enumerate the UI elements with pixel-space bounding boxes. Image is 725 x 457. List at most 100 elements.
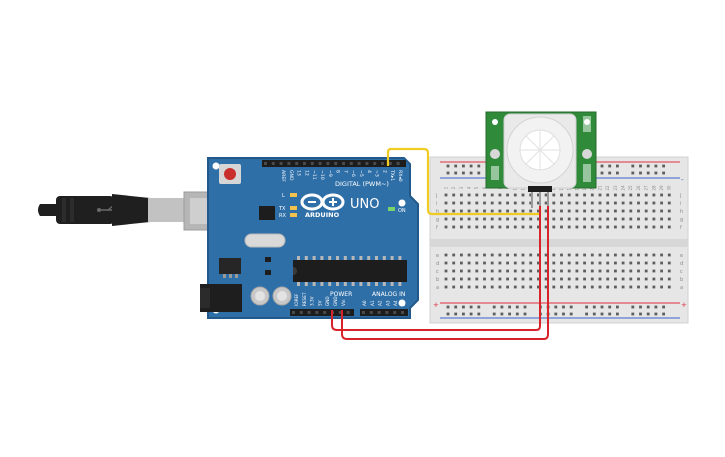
breadboard-hole[interactable] — [552, 209, 556, 213]
breadboard-hole[interactable] — [660, 225, 663, 229]
breadboard-hole[interactable] — [460, 217, 463, 221]
breadboard-hole[interactable] — [560, 269, 563, 273]
breadboard-hole[interactable] — [606, 193, 610, 197]
breadboard-hole[interactable] — [483, 209, 486, 213]
breadboard-hole[interactable] — [544, 193, 548, 197]
breadboard-hole[interactable] — [506, 285, 509, 289]
header-pin[interactable] — [357, 162, 361, 165]
breadboard-hole[interactable] — [660, 261, 663, 265]
breadboard-hole[interactable] — [460, 193, 463, 197]
wire-red-5v[interactable] — [331, 206, 541, 331]
breadboard-hole[interactable] — [446, 171, 450, 175]
breadboard-hole[interactable] — [490, 269, 494, 273]
breadboard-hole[interactable] — [506, 217, 509, 221]
breadboard-hole[interactable] — [506, 209, 509, 213]
breadboard-hole[interactable] — [521, 193, 525, 197]
breadboard-hole[interactable] — [467, 217, 471, 221]
breadboard-hole[interactable] — [652, 193, 656, 197]
breadboard-hole[interactable] — [644, 277, 648, 281]
digital-header[interactable] — [262, 160, 406, 167]
breadboard-hole[interactable] — [552, 261, 556, 265]
breadboard-hole[interactable] — [660, 285, 663, 289]
breadboard-hole[interactable] — [606, 261, 610, 265]
breadboard-hole[interactable] — [575, 253, 579, 257]
breadboard-hole[interactable] — [598, 217, 602, 221]
breadboard-hole[interactable] — [498, 217, 502, 221]
breadboard-hole[interactable] — [498, 253, 502, 257]
breadboard-hole[interactable] — [537, 225, 540, 229]
breadboard-hole[interactable] — [444, 209, 448, 213]
breadboard-hole[interactable] — [444, 253, 448, 257]
breadboard-hole[interactable] — [598, 285, 602, 289]
breadboard-hole[interactable] — [537, 253, 540, 257]
breadboard-hole[interactable] — [544, 209, 548, 213]
breadboard-hole[interactable] — [508, 305, 511, 309]
breadboard-hole[interactable] — [454, 164, 458, 168]
breadboard-hole[interactable] — [483, 253, 486, 257]
breadboard-hole[interactable] — [492, 305, 496, 309]
breadboard-hole[interactable] — [552, 225, 556, 229]
breadboard-hole[interactable] — [598, 225, 602, 229]
breadboard-hole[interactable] — [498, 269, 502, 273]
breadboard-hole[interactable] — [662, 164, 665, 168]
breadboard-hole[interactable] — [616, 164, 619, 168]
breadboard-hole[interactable] — [631, 312, 635, 316]
breadboard-hole[interactable] — [490, 225, 494, 229]
breadboard-hole[interactable] — [592, 305, 596, 309]
breadboard-hole[interactable] — [513, 217, 517, 221]
breadboard-hole[interactable] — [600, 164, 604, 168]
breadboard-holes[interactable] — [444, 164, 671, 316]
breadboard-hole[interactable] — [460, 285, 463, 289]
breadboard-hole[interactable] — [560, 225, 563, 229]
breadboard-hole[interactable] — [490, 193, 494, 197]
breadboard-hole[interactable] — [544, 201, 548, 205]
breadboard-hole[interactable] — [600, 305, 604, 309]
breadboard-hole[interactable] — [629, 285, 633, 289]
icsp-header[interactable] — [259, 206, 275, 220]
breadboard-hole[interactable] — [569, 312, 573, 316]
breadboard-hole[interactable] — [644, 201, 648, 205]
breadboard-hole[interactable] — [483, 201, 486, 205]
breadboard-hole[interactable] — [575, 225, 579, 229]
breadboard-hole[interactable] — [537, 209, 540, 213]
breadboard-hole[interactable] — [644, 261, 648, 265]
breadboard-hole[interactable] — [454, 312, 458, 316]
breadboard-hole[interactable] — [598, 261, 602, 265]
header-pin[interactable] — [299, 311, 303, 314]
breadboard-hole[interactable] — [444, 201, 448, 205]
breadboard-hole[interactable] — [467, 201, 471, 205]
breadboard-hole[interactable] — [529, 277, 533, 281]
breadboard-hole[interactable] — [575, 217, 579, 221]
breadboard-hole[interactable] — [444, 193, 448, 197]
header-pin[interactable] — [279, 162, 283, 165]
breadboard-hole[interactable] — [667, 209, 671, 213]
breadboard-hole[interactable] — [462, 305, 465, 309]
breadboard-hole[interactable] — [667, 193, 671, 197]
breadboard-hole[interactable] — [567, 253, 571, 257]
breadboard-hole[interactable] — [667, 217, 671, 221]
breadboard-hole[interactable] — [621, 285, 625, 289]
breadboard-hole[interactable] — [590, 217, 594, 221]
breadboard-hole[interactable] — [513, 201, 517, 205]
breadboard-hole[interactable] — [483, 261, 486, 265]
breadboard-hole[interactable] — [498, 277, 502, 281]
breadboard-hole[interactable] — [660, 253, 663, 257]
header-pin[interactable] — [362, 311, 365, 314]
breadboard-hole[interactable] — [500, 312, 504, 316]
breadboard-hole[interactable] — [490, 253, 494, 257]
header-pin[interactable] — [295, 162, 299, 165]
breadboard-hole[interactable] — [483, 217, 486, 221]
breadboard-hole[interactable] — [521, 285, 525, 289]
breadboard-hole[interactable] — [467, 193, 471, 197]
header-pin[interactable] — [377, 311, 381, 314]
breadboard-hole[interactable] — [662, 312, 665, 316]
breadboard-hole[interactable] — [506, 225, 509, 229]
breadboard-hole[interactable] — [552, 193, 556, 197]
breadboard-hole[interactable] — [446, 164, 450, 168]
breadboard-hole[interactable] — [444, 217, 448, 221]
reset-button[interactable] — [219, 164, 241, 184]
breadboard-hole[interactable] — [646, 305, 650, 309]
breadboard-hole[interactable] — [490, 277, 494, 281]
breadboard-hole[interactable] — [614, 261, 617, 265]
